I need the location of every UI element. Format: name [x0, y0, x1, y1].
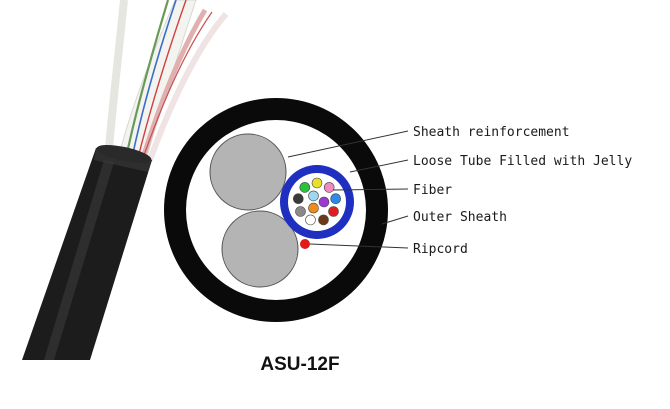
fiber-2 [323, 182, 335, 193]
fiber-1 [311, 177, 323, 189]
fiber-4 [328, 206, 339, 217]
fiber-7 [295, 206, 306, 217]
fiber-6 [305, 214, 316, 226]
callout-line-fiber [332, 188, 409, 191]
fiber-9 [299, 182, 311, 193]
label-sheath-reinforcement: Sheath reinforcement [413, 125, 570, 140]
cross-section [164, 98, 388, 322]
callout-line-loose-tube [349, 159, 409, 173]
exposed-fibers [104, 0, 229, 162]
callout-line-outer-sheath [381, 215, 409, 225]
fiber-11 [308, 202, 319, 214]
fiber-5 [318, 214, 329, 226]
callout-lines [287, 130, 409, 249]
label-loose-tube: Loose Tube Filled with Jelly [413, 154, 632, 169]
cable-side-view [22, 0, 229, 360]
fiber-8 [292, 193, 304, 204]
label-fiber: Fiber [413, 183, 452, 198]
fiber-bundle [292, 177, 342, 226]
strength-member-top [209, 133, 287, 211]
callout-line-sheath-reinforcement [287, 130, 409, 158]
ripcord [300, 239, 310, 249]
fiber-10 [318, 196, 330, 208]
diagram-caption: ASU-12F [260, 354, 339, 375]
fiber-12 [308, 190, 319, 202]
label-outer-sheath: Outer Sheath [413, 210, 507, 225]
label-ripcord: Ripcord [413, 242, 468, 257]
strength-member-bottom [221, 210, 299, 288]
fiber-3 [330, 193, 342, 204]
cable-jacket [22, 145, 152, 360]
callout-line-ripcord [309, 243, 409, 249]
